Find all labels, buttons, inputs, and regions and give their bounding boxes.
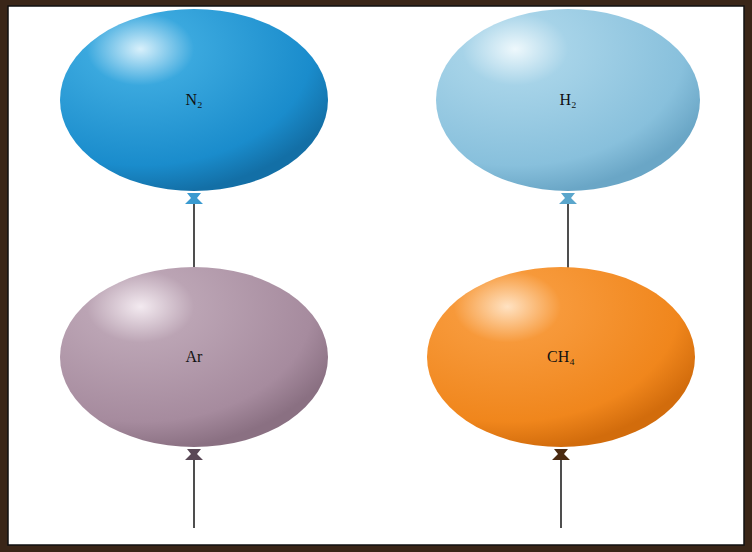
gas-formula: Ar (186, 348, 203, 366)
gas-formula: CH₄ (547, 348, 575, 366)
balloon-body (427, 267, 695, 447)
gas-balloon: Ar (59, 266, 329, 448)
gas-formula: N₂ (185, 91, 202, 109)
gas-balloon: N₂ (59, 8, 329, 192)
panel (8, 6, 744, 545)
gas-balloon: H₂ (435, 8, 701, 192)
gas-formula: H₂ (559, 91, 576, 109)
gas-balloon: CH₄ (426, 266, 696, 448)
balloon-body (436, 9, 700, 191)
balloon-body (60, 267, 328, 447)
balloon-body (60, 9, 328, 191)
